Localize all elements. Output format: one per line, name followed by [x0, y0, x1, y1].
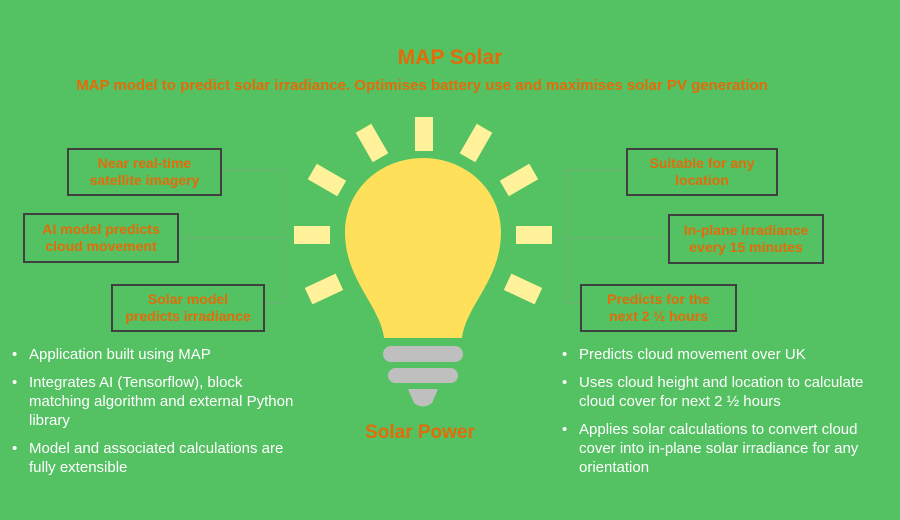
bulb-base-ring-1 — [383, 346, 463, 362]
ray-upper-left — [307, 163, 347, 197]
feature-box-satellite: Near real-time satellite imagery — [67, 148, 222, 196]
ray-upper-right — [499, 163, 539, 197]
left-bullet-item: Model and associated calculations are fu… — [9, 439, 299, 477]
feature-box-ai-model: AI model predicts cloud movement — [23, 213, 179, 263]
ray-lower-left — [304, 273, 344, 305]
connector-lines — [178, 169, 668, 304]
bulb-glass — [345, 158, 501, 338]
right-bullet-item: Predicts cloud movement over UK — [559, 345, 889, 364]
bulb-base-tip — [408, 389, 438, 407]
feature-box-solar-model: Solar model predicts irradiance — [111, 284, 265, 332]
bulb-base — [383, 346, 463, 407]
right-bullet-item: Uses cloud height and location to calcul… — [559, 373, 889, 411]
ray-top-right — [459, 123, 493, 163]
ray-left — [294, 226, 330, 244]
feature-box-irradiance-15min: In-plane irradiance every 15 minutes — [668, 214, 824, 264]
feature-box-prediction-horizon: Predicts for the next 2 ½ hours — [580, 284, 737, 332]
left-bullet-item: Integrates AI (Tensorflow), block matchi… — [9, 373, 299, 430]
bulb-rays — [294, 117, 552, 305]
left-bullet-item: Application built using MAP — [9, 345, 299, 364]
page-title: MAP Solar — [397, 46, 503, 69]
bulb-base-ring-2 — [388, 368, 458, 383]
right-bullet-list: Predicts cloud movement over UK Uses clo… — [559, 345, 889, 486]
connector-left — [222, 169, 285, 304]
feature-box-any-location: Suitable for any location — [626, 148, 778, 196]
connector-right — [565, 169, 626, 304]
ray-top-left — [355, 123, 389, 163]
left-bullet-list: Application built using MAP Integrates A… — [9, 345, 299, 486]
ray-lower-right — [503, 273, 543, 305]
bulb-caption: Solar Power — [365, 422, 475, 443]
right-bullet-item: Applies solar calculations to convert cl… — [559, 420, 889, 477]
ray-top — [415, 117, 433, 151]
ray-right — [516, 226, 552, 244]
page-subtitle: MAP model to predict solar irradiance. O… — [76, 77, 768, 94]
